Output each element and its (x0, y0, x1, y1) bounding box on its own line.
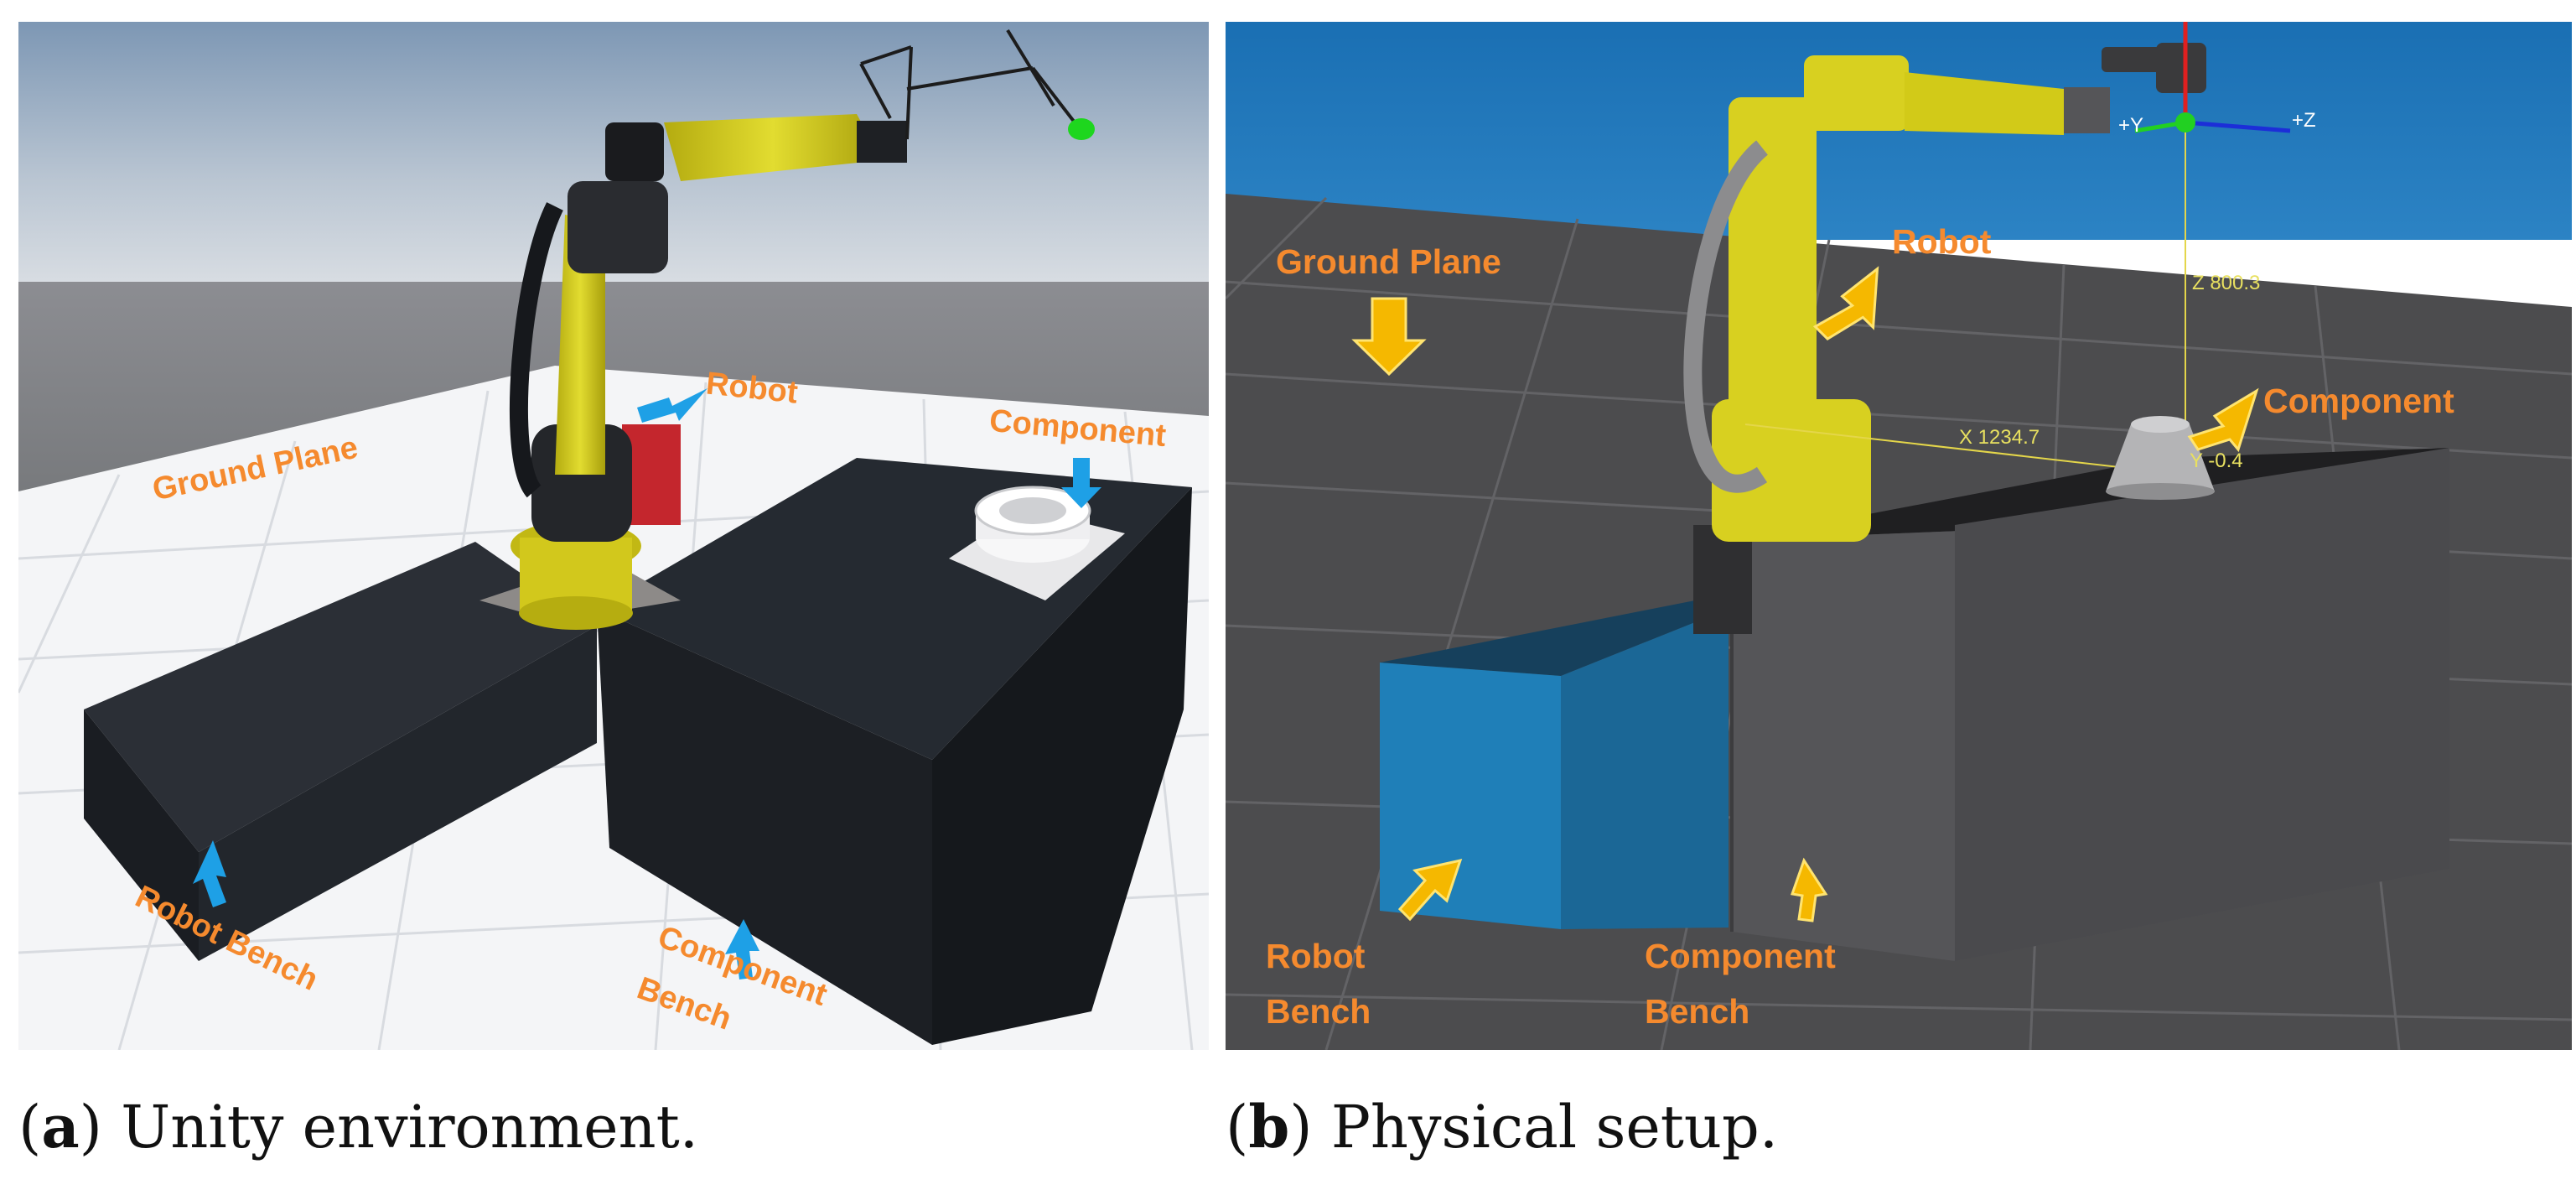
component-cone (2106, 424, 2215, 491)
caption-b: (b) Physical setup. (1226, 1092, 1779, 1161)
component-label: Component (2263, 382, 2454, 420)
physical-setup-panel: Ground Plane Robot Component Robot Bench… (1226, 22, 2572, 1050)
component-bench-top (1732, 448, 2449, 540)
caption-b-text: Physical setup. (1312, 1093, 1779, 1161)
component-bench-label-line1: Component (1645, 937, 1836, 975)
component-bench-front (597, 609, 932, 1045)
robot-bench-front (1380, 663, 1561, 929)
robot-cable (1683, 140, 1769, 493)
arrow-robot-bench (1397, 858, 1463, 922)
arrow-robot-bench (193, 840, 226, 907)
physical-scene (1226, 22, 2572, 1050)
caption-b-letter: b (1248, 1092, 1290, 1161)
caption-a-text: Unity environment. (101, 1093, 699, 1161)
z-readout: Z 800.3 (2192, 272, 2261, 294)
component-bench-side (1955, 448, 2449, 961)
robot-elbow (568, 181, 668, 273)
robot-label: Robot (1892, 222, 1992, 261)
blue-arrows (193, 388, 1101, 980)
y-readout: Y -0.4 (2190, 449, 2243, 472)
robot-upper-arm (664, 114, 882, 181)
yellow-arrows (1351, 266, 2259, 922)
robot-cable (509, 202, 563, 498)
arrow-ground-plane (1351, 297, 1427, 377)
unity-scene (18, 22, 1209, 1050)
robot-bench-side (1561, 609, 1729, 929)
component-bench-side (932, 487, 1192, 1045)
arrow-component-bench (725, 919, 759, 980)
robot-bench-label-line2: Bench (1266, 992, 1371, 1031)
robot-shoulder (1804, 55, 1909, 131)
arrow-component-bench (1790, 857, 1828, 922)
robot-lower-arm (555, 215, 605, 475)
robot-tool-tip (1068, 118, 1095, 140)
component-bench-label-line2: Bench (1645, 992, 1750, 1031)
plus-y-axis-label: +Y (2118, 114, 2144, 137)
x-readout: X 1234.7 (1959, 426, 2040, 449)
robot-lower-arm (1729, 97, 1817, 433)
unity-environment-panel: Robot Component Ground Plane Robot Bench… (18, 22, 1209, 1050)
robot-wrist (2064, 87, 2110, 133)
robot-bench-side (84, 709, 199, 961)
arrow-robot (1812, 266, 1879, 341)
robot-target-wireframe (859, 29, 1076, 140)
caption-a: (a) Unity environment. (18, 1092, 699, 1161)
robot-bench-label-line1: Robot (1266, 937, 1366, 975)
robot-gripper (2102, 43, 2206, 93)
robot-bench-front (199, 626, 597, 961)
arrow-component (2187, 387, 2259, 453)
arrow-component (1061, 458, 1101, 508)
robot-upper-arm (1905, 72, 2064, 135)
robot-bench-top (1380, 600, 1729, 676)
robot-bench-top (84, 542, 597, 852)
robot-wrist (857, 121, 907, 163)
plus-z-axis-label: +Z (2292, 109, 2316, 132)
axis-z-blue (2185, 120, 2291, 133)
arrow-robot (637, 388, 707, 423)
caption-a-letter: a (41, 1092, 80, 1161)
ground-plane-label: Ground Plane (1276, 242, 1501, 281)
robot-pedestal (1693, 525, 1752, 634)
